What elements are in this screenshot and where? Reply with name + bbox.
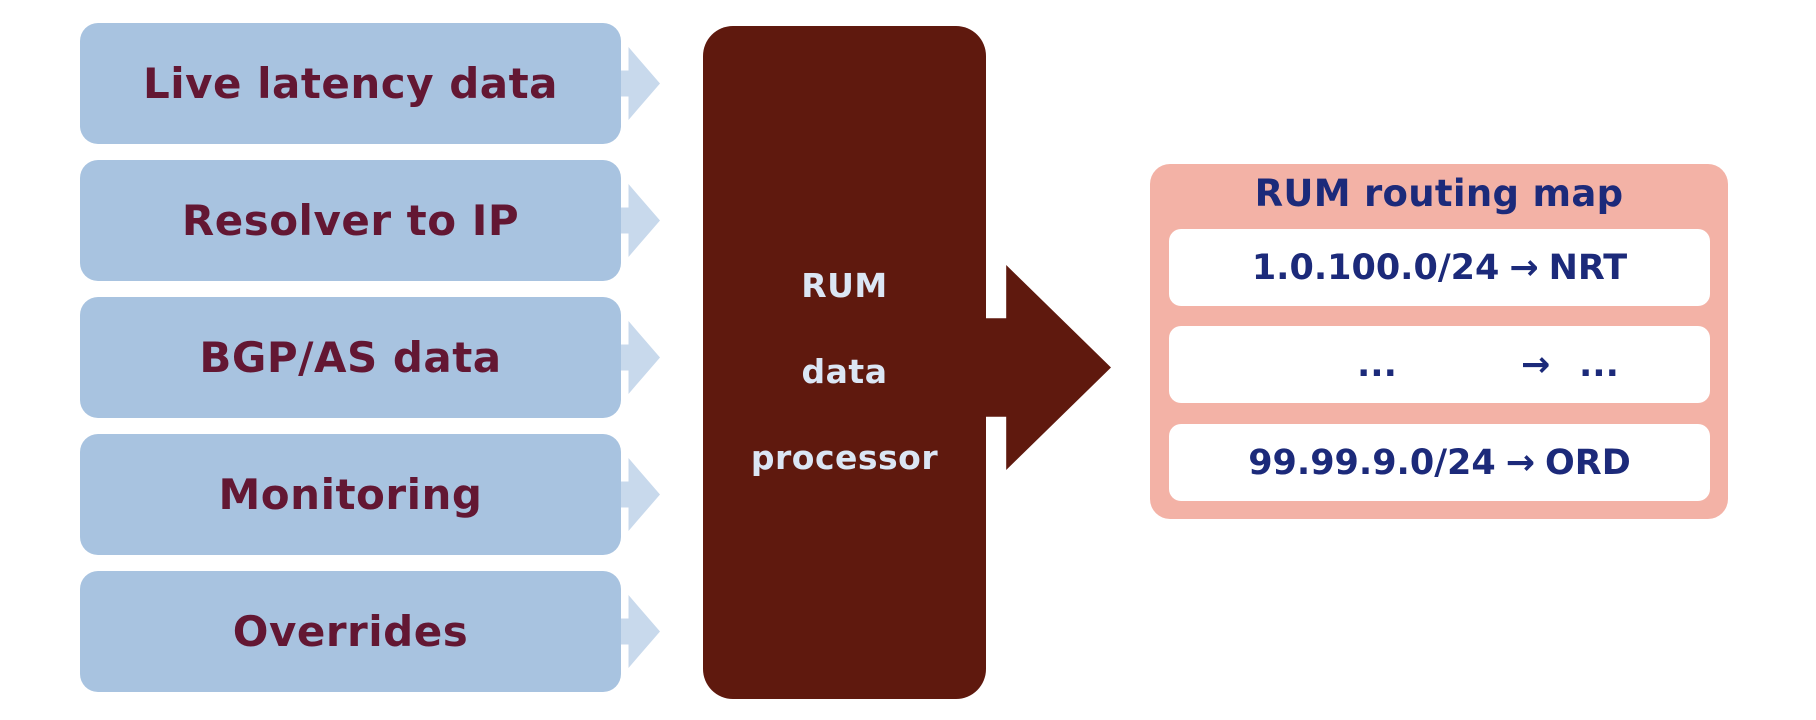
route-prefix: 99.99.9.0/24: [1248, 442, 1496, 483]
input-box: BGP/AS data: [80, 297, 621, 418]
processor-line: RUM: [801, 266, 888, 305]
input-source-monitoring: Monitoring: [80, 434, 660, 555]
route-row: 1.0.100.0/24 → NRT: [1169, 229, 1710, 306]
input-sources: Live latency data Resolver to IP BGP/AS …: [80, 23, 660, 693]
output-arrow-icon: [980, 265, 1111, 470]
route-arrow-icon: →: [1521, 344, 1551, 385]
route-prefix: 1.0.100.0/24: [1251, 247, 1500, 288]
routing-map-title: RUM routing map: [1254, 172, 1624, 215]
processor-line: data: [801, 352, 888, 391]
input-box: Monitoring: [80, 434, 621, 555]
input-box: Live latency data: [80, 23, 621, 144]
route-prefix: ...: [1357, 344, 1397, 385]
input-box: Overrides: [80, 571, 621, 692]
input-source-live-latency: Live latency data: [80, 23, 660, 144]
input-source-overrides: Overrides: [80, 571, 660, 692]
route-target: ORD: [1545, 442, 1631, 483]
route-row: 99.99.9.0/24 → ORD: [1169, 424, 1710, 501]
route-row: ... → ...: [1169, 326, 1710, 403]
input-source-resolver: Resolver to IP: [80, 160, 660, 281]
rum-data-processor: RUM data processor: [703, 26, 986, 699]
input-label: Monitoring: [218, 470, 483, 519]
input-box: Resolver to IP: [80, 160, 621, 281]
processor-line: processor: [750, 438, 939, 477]
processor-label: RUM data processor: [703, 266, 986, 524]
input-label: BGP/AS data: [199, 333, 502, 382]
route-target: NRT: [1548, 247, 1628, 288]
route-target: ...: [1579, 344, 1619, 385]
route-arrow-icon: →: [1505, 442, 1536, 483]
route-arrow-icon: →: [1509, 247, 1539, 288]
rum-routing-map: RUM routing map 1.0.100.0/24 → NRT ... →…: [1150, 164, 1728, 519]
input-label: Overrides: [232, 607, 469, 656]
route-entry: 99.99.9.0/24 → ORD: [1169, 424, 1710, 501]
input-label: Live latency data: [142, 59, 559, 108]
input-source-bgp: BGP/AS data: [80, 297, 660, 418]
route-entry: 1.0.100.0/24 → NRT: [1169, 229, 1710, 306]
input-label: Resolver to IP: [181, 196, 520, 245]
